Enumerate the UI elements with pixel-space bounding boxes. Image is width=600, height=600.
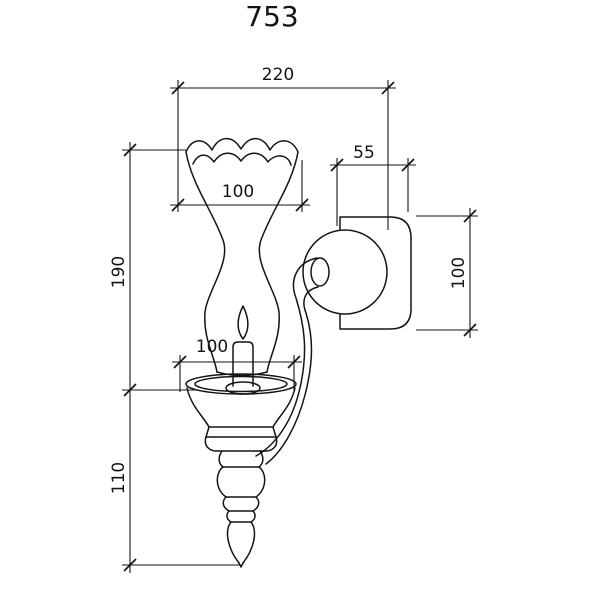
tick <box>173 355 187 369</box>
tick <box>295 198 309 212</box>
stem-ring2-left <box>226 510 232 523</box>
dim-label-plate-depth: 55 <box>353 143 375 163</box>
stem-ring1-right <box>252 496 260 512</box>
finial-drop-left <box>226 521 240 564</box>
cup-rim-outer <box>185 373 297 395</box>
dimension-ticks <box>123 81 477 572</box>
sconce-drawing <box>185 137 412 568</box>
tick <box>123 143 137 157</box>
stem-bulge-right <box>255 466 266 498</box>
wall-plate-face <box>302 229 388 315</box>
cup-base-bottom <box>204 436 278 452</box>
drawing-labels: 753 220 55 100 190 100 100 110 <box>109 0 469 494</box>
arm-outer-curve <box>255 257 318 457</box>
candle-flame-tip <box>237 305 249 340</box>
glass-scallop-inner <box>192 152 292 166</box>
tick <box>171 81 185 95</box>
tick <box>123 383 137 397</box>
tick <box>287 355 301 369</box>
stem-bulge-left <box>216 466 227 498</box>
stem-neck-left <box>218 450 224 468</box>
arm-inner-curve <box>265 286 319 465</box>
dimension-lines <box>122 80 478 573</box>
drawing-title: 753 <box>245 0 298 33</box>
glass-outline-right <box>258 151 299 373</box>
dim-label-plate-height: 100 <box>449 257 469 289</box>
cup-band-left <box>205 426 210 438</box>
finial-tip <box>238 562 244 568</box>
dim-label-top-width: 220 <box>262 65 294 85</box>
cup-band-right <box>272 426 277 438</box>
cup-bowl-right <box>272 387 296 428</box>
tick <box>330 158 344 172</box>
dim-label-upper-height: 190 <box>109 256 129 288</box>
dim-label-cup-width: 100 <box>196 337 228 357</box>
cup-rim-inner <box>194 375 288 393</box>
arm-mount-hub <box>310 257 330 287</box>
stem-ring2-right <box>250 510 256 523</box>
dim-label-glass-rim: 100 <box>222 182 254 202</box>
cup-bowl-left <box>186 387 210 428</box>
glass-scallop-outer <box>185 137 299 153</box>
tick <box>463 323 477 337</box>
tick <box>123 558 137 572</box>
tick <box>463 209 477 223</box>
candle-body <box>232 341 254 387</box>
dim-label-lower-height: 110 <box>109 462 129 494</box>
stem-ring1-left <box>222 496 230 512</box>
glass-bottom-edge <box>216 371 268 377</box>
tick <box>401 158 415 172</box>
stem-neck-right <box>258 450 264 468</box>
glass-outline-left <box>185 151 226 373</box>
tick <box>381 81 395 95</box>
tick <box>171 198 185 212</box>
finial-drop-right <box>242 521 256 564</box>
